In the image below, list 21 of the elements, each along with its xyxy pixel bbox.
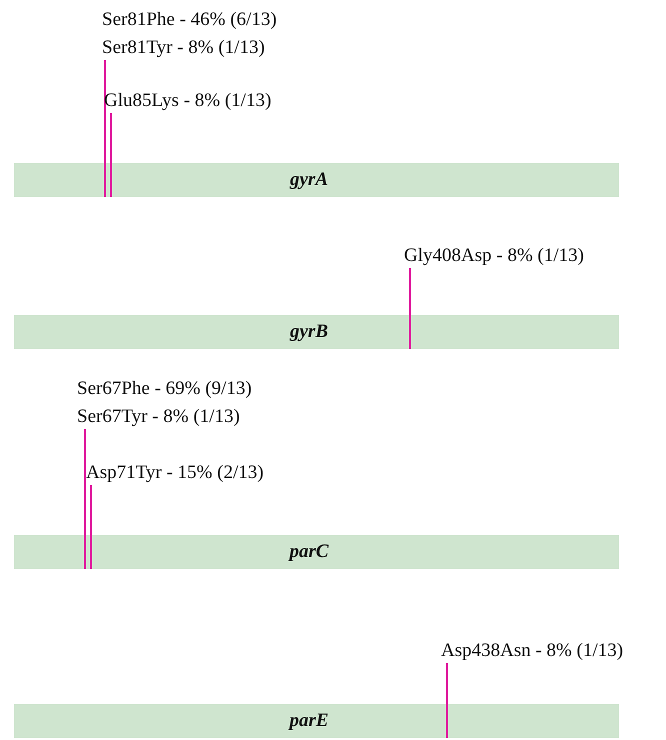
gene-name: parC bbox=[287, 540, 330, 564]
gene-name: gyrA bbox=[288, 168, 329, 192]
leader-line bbox=[90, 485, 92, 569]
leader-line bbox=[110, 113, 112, 197]
mutation-label: Ser81Phe - 46% (6/13) bbox=[102, 8, 277, 32]
mutation-label: Gly408Asp - 8% (1/13) bbox=[404, 244, 584, 268]
gene-bar bbox=[14, 535, 619, 569]
mutation-label: Ser81Tyr - 8% (1/13) bbox=[102, 36, 266, 60]
mutation-label: Asp438Asn - 8% (1/13) bbox=[441, 639, 624, 663]
gene-bar bbox=[14, 163, 619, 197]
mutation-label: Asp71Tyr - 15% (2/13) bbox=[86, 461, 264, 485]
mutation-label: Ser67Phe - 69% (9/13) bbox=[77, 377, 252, 401]
gene-name: gyrB bbox=[288, 320, 329, 344]
mutation-label: Ser67Tyr - 8% (1/13) bbox=[77, 405, 241, 429]
leader-line bbox=[409, 268, 411, 349]
leader-line bbox=[104, 60, 106, 197]
gene-bar bbox=[14, 315, 619, 349]
gene-bar bbox=[14, 704, 619, 738]
gene-name: parE bbox=[287, 709, 330, 733]
leader-line bbox=[446, 663, 448, 738]
leader-line bbox=[84, 429, 86, 569]
